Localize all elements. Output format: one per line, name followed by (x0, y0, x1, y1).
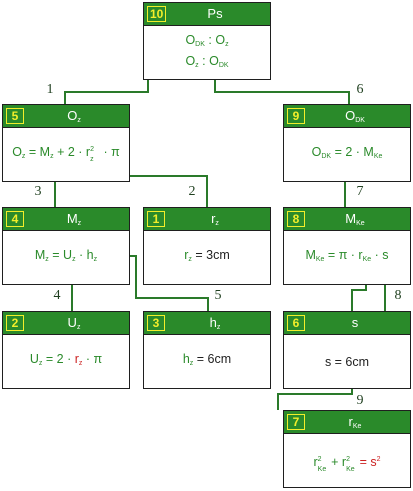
node-formula: MKe = π · rKe · s (305, 248, 389, 263)
node-header: 7 rKe (284, 411, 410, 434)
node-header: 8 MKe (284, 208, 410, 231)
node-number-badge: 3 (147, 315, 165, 331)
edge-label-1: 1 (46, 82, 54, 97)
node-number-badge: 5 (6, 108, 24, 124)
node-title: rz (211, 211, 219, 227)
edge-1 (64, 77, 149, 104)
node-title: rKe (348, 414, 362, 430)
node-header: 9 ODK (284, 105, 410, 128)
node-uz[interactable]: 2 Uz Uz = 2 · rz · π (2, 311, 130, 389)
node-s[interactable]: 6 s s = 6cm (283, 311, 411, 389)
node-number-badge: 8 (287, 211, 305, 227)
node-title: MKe (345, 211, 365, 227)
node-header: 5 Oz (3, 105, 129, 128)
node-mke[interactable]: 8 MKe MKe = π · rKe · s (283, 207, 411, 285)
node-number-badge: 1 (147, 211, 165, 227)
node-title: Oz (67, 108, 81, 124)
edge-label-3: 3 (34, 184, 42, 199)
node-odk[interactable]: 9 ODK ODK = 2 · MKe (283, 104, 411, 182)
node-formula: ODK : Oz Oz : ODK (185, 32, 229, 69)
node-rz[interactable]: 1 rz rz = 3cm (143, 207, 271, 285)
node-number-badge: 6 (287, 315, 305, 331)
edge-label-4: 4 (53, 288, 61, 303)
node-formula: rz = 3cm (184, 248, 230, 263)
node-header: 4 Mz (3, 208, 129, 231)
node-title: s (351, 315, 359, 330)
node-formula: s = 6cm (324, 354, 370, 369)
node-header: 6 s (284, 312, 410, 335)
node-number-badge: 9 (287, 108, 305, 124)
node-hz[interactable]: 3 hz hz = 6cm (143, 311, 271, 389)
node-title: hz (209, 315, 221, 331)
node-title: ODK (345, 108, 365, 124)
node-title: Mz (66, 211, 82, 227)
node-header: 3 hz (144, 312, 270, 335)
node-number-badge: 4 (6, 211, 24, 227)
edge-label-8: 8 (394, 288, 402, 303)
node-number-badge: 7 (287, 414, 305, 430)
node-title: Ps (207, 6, 223, 21)
edge-label-6: 6 (356, 82, 364, 97)
node-header: 10 Ps (144, 3, 270, 26)
edge-label-9: 9 (356, 393, 364, 408)
node-mz[interactable]: 4 Mz Mz = Uz · hz (2, 207, 130, 285)
node-ps[interactable]: 10 Ps ODK : Oz Oz : ODK (143, 2, 271, 80)
node-formula: Uz = 2 · rz · π (29, 352, 103, 367)
node-header: 2 Uz (3, 312, 129, 335)
edge-label-2: 2 (188, 184, 196, 199)
node-title: Uz (67, 315, 81, 331)
node-formula: ODK = 2 · MKe (311, 145, 383, 160)
node-header: 1 rz (144, 208, 270, 231)
node-number-badge: 2 (6, 315, 24, 331)
edge-6 (214, 75, 350, 104)
node-formula: hz = 6cm (182, 352, 232, 367)
node-formula: Mz = Uz · hz (34, 248, 98, 263)
node-number-badge: 10 (147, 6, 167, 22)
edge-label-7: 7 (356, 184, 364, 199)
edge-label-5: 5 (214, 288, 222, 303)
